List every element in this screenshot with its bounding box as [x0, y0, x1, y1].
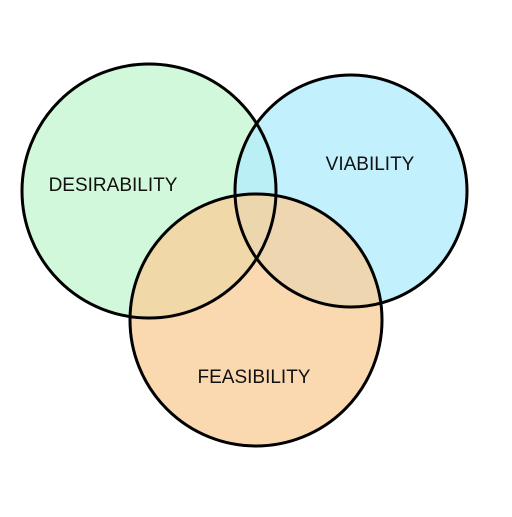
circle-feasibility — [130, 194, 382, 446]
circle-fills — [22, 64, 467, 446]
circle-outlines — [20, 62, 469, 448]
outline-desirability — [20, 62, 278, 320]
circle-labels: DESIRABILITY VIABILITY FEASIBILITY — [49, 154, 415, 388]
label-desirability: DESIRABILITY — [49, 175, 178, 196]
outline-viability — [233, 73, 469, 309]
label-viability: VIABILITY — [326, 154, 415, 175]
outline-feasibility — [128, 192, 384, 448]
label-feasibility: FEASIBILITY — [198, 367, 311, 388]
